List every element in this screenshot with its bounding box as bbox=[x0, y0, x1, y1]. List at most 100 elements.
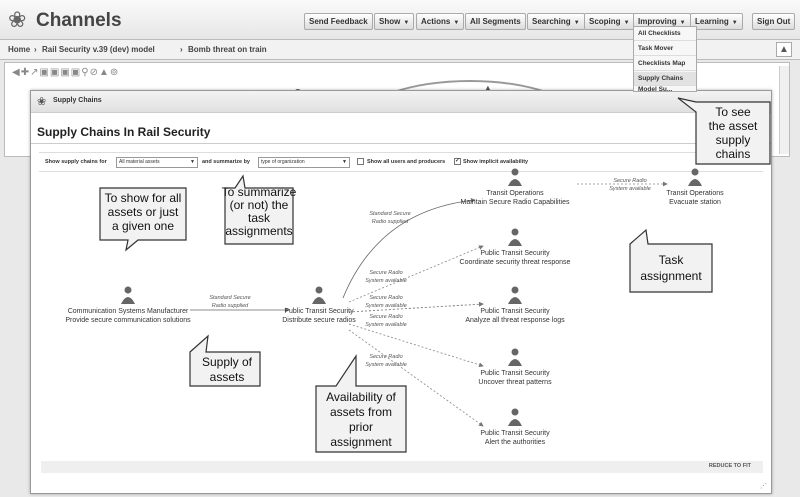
person-icon bbox=[511, 286, 519, 294]
breadcrumb-model[interactable]: Rail Security v.39 (dev) model bbox=[42, 45, 155, 54]
svg-text:Availability of: Availability of bbox=[326, 390, 396, 404]
warning-icon[interactable]: ▲ bbox=[776, 42, 792, 57]
menu-item-checklists-map[interactable]: Checklists Map bbox=[634, 57, 696, 71]
breadcrumb-home[interactable]: Home bbox=[8, 45, 31, 54]
show-menu-button[interactable]: Show▼ bbox=[374, 13, 415, 30]
svg-text:Supply of: Supply of bbox=[202, 355, 253, 369]
dialog-header-title: Supply Chains bbox=[53, 97, 102, 104]
chevron-down-icon: ▼ bbox=[623, 20, 630, 26]
resize-grip-icon[interactable]: ⋰ bbox=[760, 483, 767, 490]
actions-menu-button[interactable]: Actions▼ bbox=[416, 13, 465, 30]
person-icon bbox=[508, 419, 522, 426]
node-task: Coordinate security threat response bbox=[460, 259, 571, 266]
graph-footer-bar bbox=[41, 461, 763, 473]
chevron-down-icon: ▼ bbox=[453, 20, 460, 26]
node-task: Provide secure communication solutions bbox=[65, 317, 191, 324]
edge-label: Secure Radio bbox=[369, 354, 402, 360]
breadcrumb-separator: › bbox=[180, 45, 183, 54]
breadcrumb-separator: › bbox=[34, 45, 37, 54]
supply-chains-icon: ❀ bbox=[37, 96, 47, 108]
svg-text:To summarize: To summarize bbox=[222, 185, 297, 199]
person-icon bbox=[508, 179, 522, 186]
supply-edge[interactable] bbox=[348, 245, 484, 303]
top-bar: ❀ Channels Send Feedback Show▼ Actions▼ … bbox=[0, 0, 800, 40]
callout-supply-assets: Supply of assets bbox=[189, 334, 261, 387]
callout-availability: Availability of assets from prior assign… bbox=[315, 354, 407, 453]
scoping-menu-button[interactable]: Scoping▼ bbox=[584, 13, 635, 30]
breadcrumb: Home › Rail Security v.39 (dev) model › … bbox=[0, 40, 800, 60]
edge-label: Secure Radio bbox=[613, 178, 646, 184]
person-icon bbox=[508, 239, 522, 246]
chevron-down-icon: ▼ bbox=[731, 20, 738, 26]
edge-label: Radio supplied bbox=[372, 219, 409, 225]
person-icon bbox=[688, 179, 702, 186]
edge-label: Secure Radio bbox=[369, 314, 402, 320]
node-organization: Public Transit Security bbox=[284, 308, 354, 315]
callout-show-for-all: To show for all assets or just a given o… bbox=[99, 187, 187, 252]
menu-item-task-mover[interactable]: Task Mover bbox=[634, 42, 696, 56]
svg-text:assignment: assignment bbox=[640, 269, 702, 283]
svg-text:assignment: assignment bbox=[330, 435, 392, 449]
all-segments-button[interactable]: All Segments bbox=[465, 13, 526, 30]
node-organization: Public Transit Security bbox=[480, 430, 550, 437]
reduce-to-fit-button[interactable]: REDUCE TO FIT bbox=[708, 463, 751, 469]
person-icon bbox=[691, 168, 699, 176]
chevron-down-icon: ▼ bbox=[679, 20, 686, 26]
node-organization: Transit Operations bbox=[666, 190, 724, 197]
node-organization: Communication Systems Manufacturer bbox=[68, 308, 189, 315]
node-task: Uncover threat patterns bbox=[478, 379, 552, 386]
svg-text:a given one: a given one bbox=[112, 219, 174, 233]
edge-label: Radio supplied bbox=[212, 303, 249, 309]
svg-text:To see: To see bbox=[715, 105, 751, 119]
svg-text:assets or just: assets or just bbox=[108, 205, 179, 219]
person-icon bbox=[511, 228, 519, 236]
menu-item-model-summary[interactable]: Model Su... bbox=[638, 86, 673, 93]
searching-menu-button[interactable]: Searching▼ bbox=[527, 13, 585, 30]
sign-out-button[interactable]: Sign Out bbox=[752, 13, 796, 30]
show-for-label: Show supply chains for bbox=[45, 159, 107, 165]
edge-label: System available bbox=[365, 303, 407, 309]
supply-node-csm[interactable]: Communication Systems ManufacturerProvid… bbox=[65, 286, 191, 325]
show-all-users-label: Show all users and producers bbox=[367, 159, 446, 165]
edge-label: Secure Radio bbox=[369, 295, 402, 301]
svg-text:assignments: assignments bbox=[225, 224, 292, 238]
dialog-header[interactable]: ❀ Supply Chains bbox=[31, 91, 771, 113]
supply-edge[interactable] bbox=[348, 329, 484, 427]
dialog-title: Supply Chains In Rail Security bbox=[37, 125, 211, 139]
svg-text:assets: assets bbox=[210, 370, 245, 384]
show-implicit-checkbox[interactable]: ✓ bbox=[454, 158, 461, 165]
svg-text:prior: prior bbox=[349, 420, 373, 434]
edge-label: Secure Radio bbox=[369, 270, 402, 276]
menu-item-all-checklists[interactable]: All Checklists bbox=[634, 27, 696, 41]
node-task: Distribute secure radios bbox=[282, 317, 356, 324]
breadcrumb-segment[interactable]: Bomb threat on train bbox=[188, 45, 267, 54]
map-scrollbar[interactable] bbox=[779, 66, 789, 154]
send-feedback-button[interactable]: Send Feedback bbox=[304, 13, 373, 30]
node-task: Analyze all threat response logs bbox=[465, 317, 565, 324]
supply-edge[interactable] bbox=[348, 323, 484, 368]
person-icon bbox=[124, 286, 132, 294]
edge-label: Standard Secure bbox=[369, 211, 410, 217]
summarize-select[interactable]: type of organization▼ bbox=[258, 157, 350, 168]
menu-item-supply-chains[interactable]: Supply Chains bbox=[634, 72, 696, 86]
summarize-label: and summarize by bbox=[202, 159, 250, 165]
person-icon bbox=[508, 359, 522, 366]
supply-edge[interactable] bbox=[342, 198, 476, 299]
show-all-users-checkbox[interactable] bbox=[357, 158, 364, 165]
person-icon bbox=[121, 297, 135, 304]
person-icon bbox=[511, 168, 519, 176]
learning-menu-button[interactable]: Learning▼ bbox=[690, 13, 743, 30]
map-toolbar-icons[interactable]: ◀✚↗▣▣▣▣⚲⊘▲⊚ bbox=[12, 67, 120, 78]
chevron-down-icon: ▼ bbox=[342, 159, 347, 165]
show-for-select[interactable]: All material assets▼ bbox=[116, 157, 198, 168]
edge-label: System available bbox=[365, 322, 407, 328]
person-icon bbox=[312, 297, 326, 304]
edge-label: Standard Secure bbox=[209, 295, 250, 301]
